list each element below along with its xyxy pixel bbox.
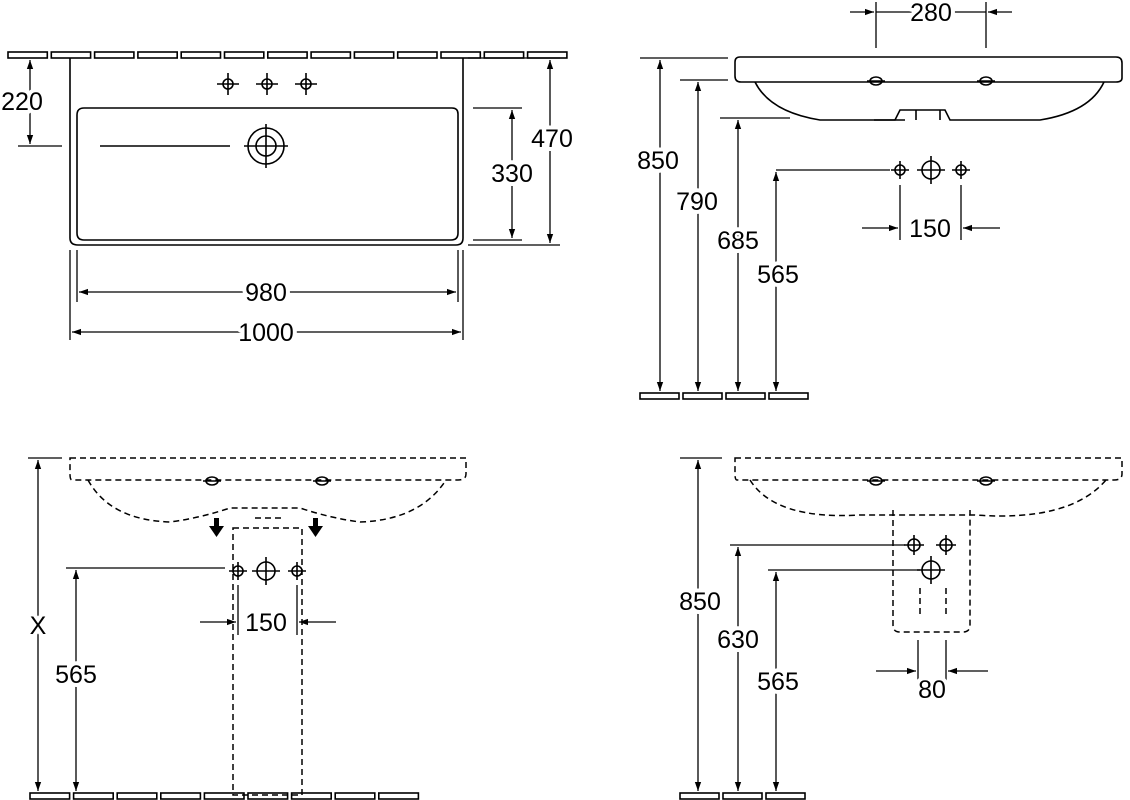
dim-470: 470	[531, 125, 573, 153]
arrow-down-icon	[209, 518, 224, 537]
overflow-hole-icon	[203, 476, 221, 486]
tap-holes	[203, 73, 995, 585]
dim-565: 565	[757, 261, 799, 289]
tile	[334, 792, 376, 800]
tile	[377, 792, 420, 800]
tile	[72, 792, 114, 800]
bowl-outline-dashed	[749, 479, 1107, 517]
dim-850: 850	[637, 147, 679, 175]
tile	[353, 51, 395, 59]
tile	[29, 792, 71, 800]
tile	[722, 792, 763, 800]
tile	[247, 792, 289, 800]
dim-x: X	[30, 612, 47, 640]
overflow-hole-icon	[867, 76, 885, 86]
dim-220: 220	[1, 88, 43, 116]
side-view: 280 850 790 685 565 150	[633, 0, 1123, 391]
tap-hole-icon	[295, 73, 317, 95]
tile	[180, 51, 222, 59]
dim-565: 565	[757, 668, 799, 696]
overflow-hole-icon	[313, 476, 331, 486]
tile	[137, 51, 178, 59]
tile	[93, 51, 135, 59]
tap-hole-icon	[288, 562, 306, 580]
dim-790: 790	[676, 188, 718, 216]
tile	[679, 792, 720, 800]
tap-hole-icon	[917, 156, 945, 184]
tile	[266, 51, 308, 59]
dim-150: 150	[909, 215, 951, 243]
tile	[50, 51, 92, 59]
bowl-outline-dashed	[87, 479, 447, 523]
dim-330: 330	[491, 160, 533, 188]
tile	[290, 792, 333, 800]
dim-630: 630	[717, 626, 759, 654]
basin-rim	[734, 56, 1123, 83]
tap-hole-icon	[252, 557, 280, 585]
tap-hole-icon	[917, 556, 945, 584]
overflow-hole-icon	[867, 476, 885, 486]
arrow-down-icon	[308, 518, 323, 537]
tap-hole-icon	[256, 73, 278, 95]
tap-hole-icon	[904, 535, 924, 555]
tap-hole-icon	[229, 562, 247, 580]
top-view: 220 330 470 980 1000	[0, 57, 577, 351]
basin-outline-dashed	[69, 457, 467, 481]
tap-hole-icon	[891, 161, 909, 179]
tile	[310, 51, 352, 59]
dim-980: 980	[245, 279, 287, 307]
tile	[768, 392, 809, 400]
tap-hole-icon	[952, 161, 970, 179]
basin-outline-dashed	[734, 457, 1123, 481]
semi-pedestal-view: 850 630 565 80	[675, 457, 1123, 791]
tile	[396, 51, 438, 59]
dim-150: 150	[245, 609, 287, 637]
tap-hole-icon	[217, 73, 239, 95]
tile	[483, 51, 525, 59]
tap-hole-icon	[936, 535, 956, 555]
pedestal-view: X 565 150	[26, 457, 467, 796]
dim-80: 80	[918, 676, 946, 704]
dim-685: 685	[717, 227, 759, 255]
tile	[7, 51, 49, 59]
tile	[223, 51, 265, 59]
basin-bowl-profile	[754, 81, 1105, 121]
basin-outline	[69, 58, 464, 246]
dim-565: 565	[55, 661, 97, 689]
dim-850: 850	[679, 588, 721, 616]
overflow-hole-icon	[977, 76, 995, 86]
dim-1000: 1000	[238, 319, 294, 347]
tile	[765, 792, 806, 800]
tile	[725, 392, 766, 400]
pedestal-dashed	[232, 527, 303, 796]
wall-floor-tiles	[7, 51, 809, 800]
bowl-outline	[76, 107, 459, 241]
tile	[526, 51, 568, 59]
tile	[160, 792, 202, 800]
tile	[440, 51, 482, 59]
tile	[639, 392, 680, 400]
overflow-hole-icon	[977, 476, 995, 486]
dim-280: 280	[910, 0, 952, 27]
tile	[203, 792, 245, 800]
tile	[116, 792, 158, 800]
tile	[682, 392, 723, 400]
